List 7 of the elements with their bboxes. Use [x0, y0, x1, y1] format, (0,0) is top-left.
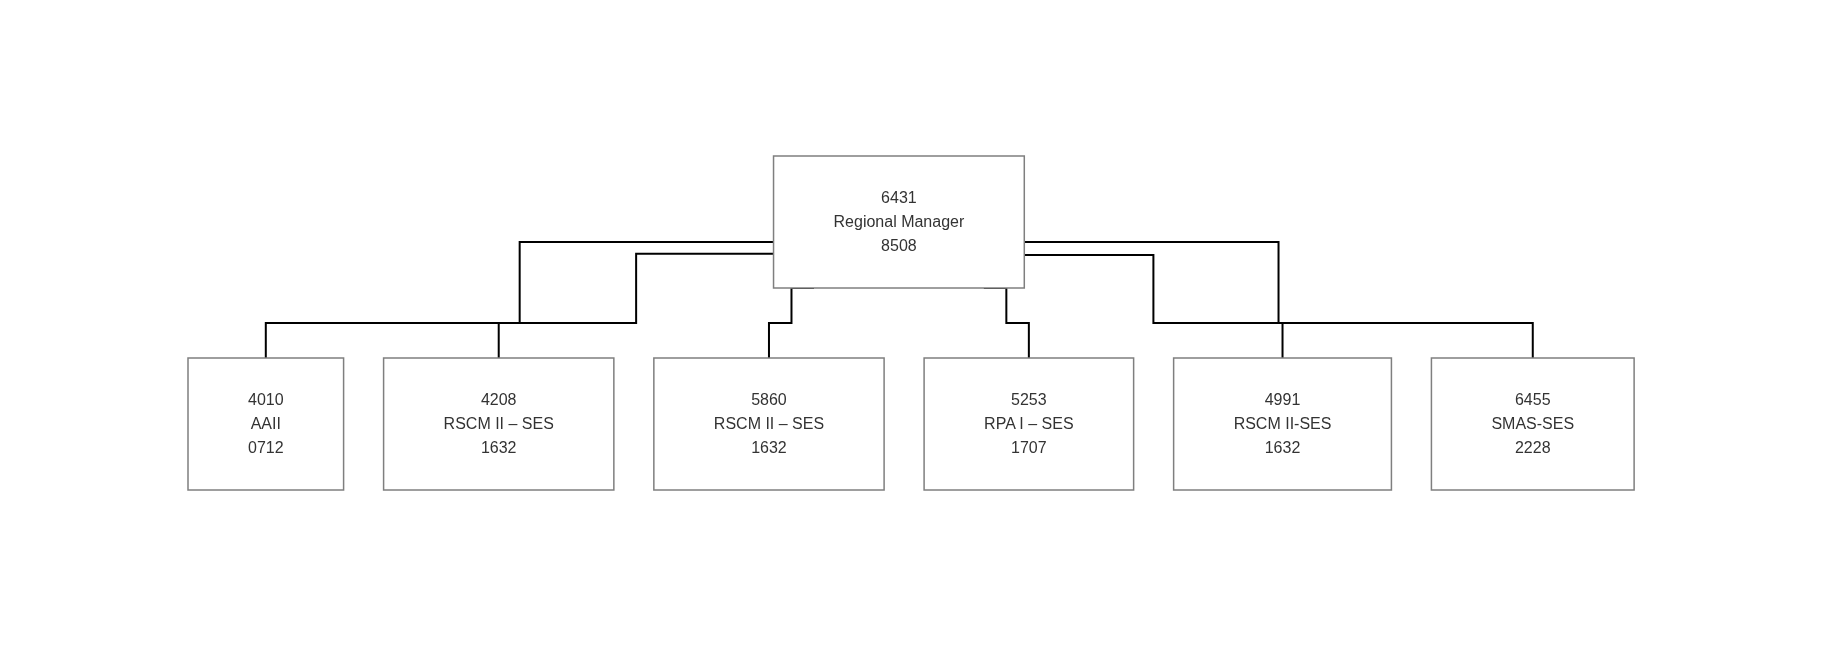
node-box: 4010 AAII 0712: [187, 356, 345, 491]
node-box: 6431 Regional Manager 8508: [773, 154, 1026, 289]
node-box: 5860 RSCM II – SES 1632: [653, 356, 886, 491]
node-box: 4991 RSCM II-SES 1632: [1173, 356, 1393, 491]
node-box: 5253 RPA I – SES 1707: [923, 356, 1135, 491]
node-box: 6455 SMAS-SES 2228: [1431, 356, 1636, 491]
node-box: 4208 RSCM II – SES 1632: [383, 356, 616, 491]
